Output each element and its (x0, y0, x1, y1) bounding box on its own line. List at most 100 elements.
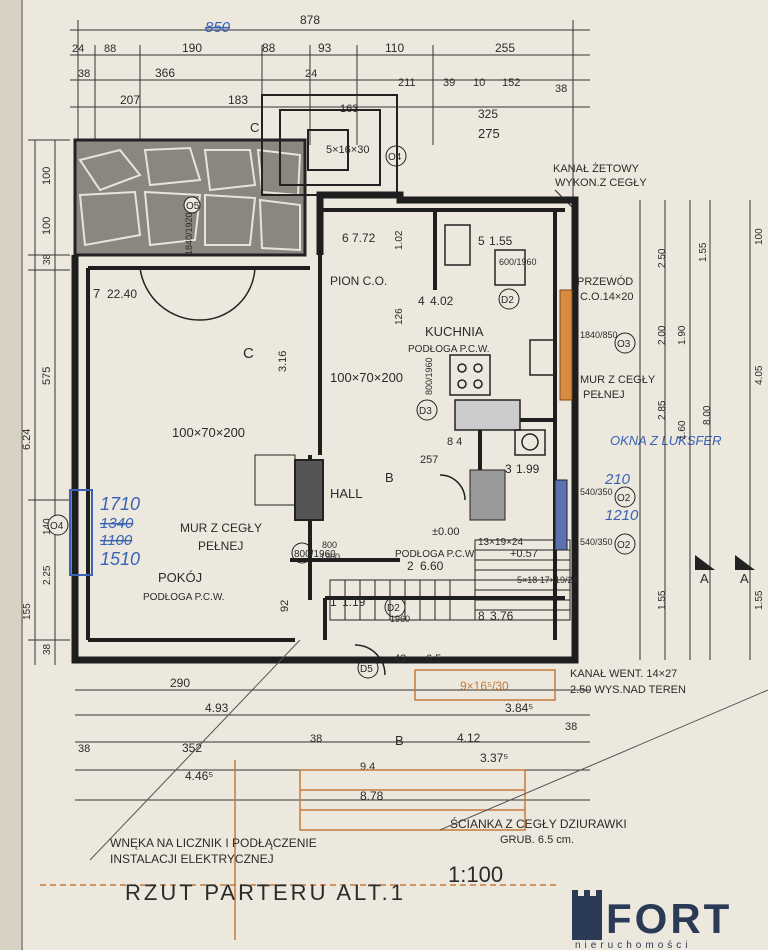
bdim-412: 4.12 (457, 731, 481, 745)
wneka-line1: WNĘKA NA LICZNIK I PODŁĄCZENIE (110, 836, 317, 850)
wys-nad-teren: 2.50 WYS.NAD TEREN (570, 684, 686, 696)
dim-255: 255 (495, 41, 515, 55)
room5-code: 5 (478, 234, 485, 248)
dim-257: 257 (420, 454, 438, 466)
wneka-line2: INSTALACJI ELEKTRYCZNEJ (110, 852, 274, 866)
door-swings (139, 267, 466, 676)
przewod-2: C.O.14×20 (580, 291, 634, 303)
rdim-800: 8.00 (702, 405, 713, 425)
room5-area: 1.55 (489, 234, 513, 248)
bdim-38: 38 (78, 743, 90, 755)
ldim-225: 2.25 (42, 565, 53, 585)
tag-o4-circle (385, 145, 407, 167)
window-o2b-dims: 540/350 (580, 537, 613, 547)
section-a-arrow-2 (735, 555, 755, 570)
rdim-190: 1.90 (677, 325, 688, 345)
tag-d2b-circle (384, 596, 406, 618)
bdim-352: 352 (182, 741, 202, 755)
room2-floor: PODŁOGA P.C.W. (395, 549, 477, 560)
dim-102: 1.02 (394, 230, 405, 250)
top-dimension-lines (70, 20, 590, 200)
chimney-dims: 5×16×30 (326, 144, 369, 156)
dim-275: 275 (478, 126, 500, 141)
dim-10: 10 (473, 77, 485, 89)
hand-1510: 1510 (100, 549, 140, 569)
dim-366: 366 (155, 66, 175, 80)
brand-tagline: nieruchomości (575, 940, 691, 950)
ldim-38: 38 (42, 253, 53, 265)
window-o5-dims: 1840/1920 (184, 212, 194, 255)
ldim-38b: 38 (42, 643, 53, 655)
hand-210: 210 (604, 471, 631, 488)
dim-152: 152 (502, 77, 520, 89)
door-d5-dims: 1960 (390, 614, 410, 624)
mur-left-label2: PEŁNEJ (198, 539, 243, 553)
okna-note: OKNA Z LUKSFER (610, 433, 721, 448)
room4-floor: PODŁOGA P.C.W. (408, 344, 490, 355)
dim-110: 110 (385, 41, 404, 55)
bdim-446: 4.46⁵ (185, 769, 213, 783)
room7-area: 22.40 (107, 287, 137, 301)
room3-area: 1.99 (516, 462, 540, 476)
rdim-155b: 1.55 (657, 590, 668, 610)
room2-name: HALL (330, 486, 363, 501)
bdim-38b: 38 (310, 733, 322, 745)
room4-area: 4.02 (430, 294, 454, 308)
ldim-100a: 100 (41, 167, 53, 185)
window-o4-left (69, 489, 93, 576)
dim-93: 93 (318, 41, 332, 55)
room1-area: 1.19 (342, 595, 366, 609)
flue-przewod (559, 289, 573, 401)
dim-24b: 24 (305, 68, 317, 80)
dim-88: 88 (104, 43, 116, 55)
rdim-200: 2.00 (657, 325, 668, 345)
left-dimension-lines (28, 139, 70, 665)
mur-right-2: PEŁNEJ (583, 389, 625, 401)
ldim-624: 6.24 (21, 429, 33, 450)
mur-right-1: MUR Z CEGŁY (580, 374, 656, 386)
rdim-155: 1.55 (698, 242, 709, 262)
struck-850: 850 (205, 19, 231, 36)
right-dimension-lines (639, 200, 751, 660)
hall-chimney (294, 459, 324, 521)
section-b-mid: B (385, 470, 394, 485)
ldim-155: 155 (22, 603, 33, 620)
hand-1340: 1340 (100, 515, 134, 532)
fort-logo: FORT nieruchomości (566, 880, 768, 950)
window-o2a-dims: 540/350 (580, 487, 613, 497)
door-d3-dims: 800/1960 (424, 357, 434, 395)
stairs (329, 539, 571, 621)
dim-325: 325 (478, 107, 498, 121)
tag-o3: O3 (617, 339, 631, 350)
binding-edge (0, 0, 22, 950)
brand-name: FORT (606, 895, 732, 942)
level-000: ±0.00 (432, 526, 459, 538)
section-a-2: A (740, 571, 749, 586)
rdim-405: 4.05 (754, 365, 765, 385)
tag-o2a-circle (614, 486, 636, 508)
door-d4-dims2: 1960 (320, 552, 340, 562)
tag-o3-circle (614, 332, 636, 354)
window-o3-dims: 1840/850 (580, 330, 618, 340)
room6-code: 6 (342, 231, 349, 245)
hall-cabinet (254, 454, 296, 506)
opening-left: 100×70×200 (172, 425, 245, 440)
tag-o2a: O2 (617, 493, 631, 504)
room4-code: 4 (418, 294, 425, 308)
tag-o2b: O2 (617, 540, 631, 551)
ldim-140: 140 (42, 518, 53, 535)
dim-43: 43 (394, 653, 406, 665)
castle-icon (572, 890, 602, 940)
dim-84: 8 4 (447, 436, 462, 448)
rdim-160: 1.60 (677, 420, 688, 440)
section-a-arrow-1 (695, 555, 715, 570)
diagonal-guides (89, 639, 768, 861)
flue-luksfer (554, 479, 568, 551)
rdim-155c: 1.55 (754, 590, 765, 610)
tag-d3-circle (416, 399, 438, 421)
kanal-top-2: WYKON.Z CEGŁY (555, 177, 647, 189)
plan-scale: 1:100 (448, 862, 503, 887)
room8-area: 3.76 (490, 609, 514, 623)
section-a-1: A (700, 571, 709, 586)
